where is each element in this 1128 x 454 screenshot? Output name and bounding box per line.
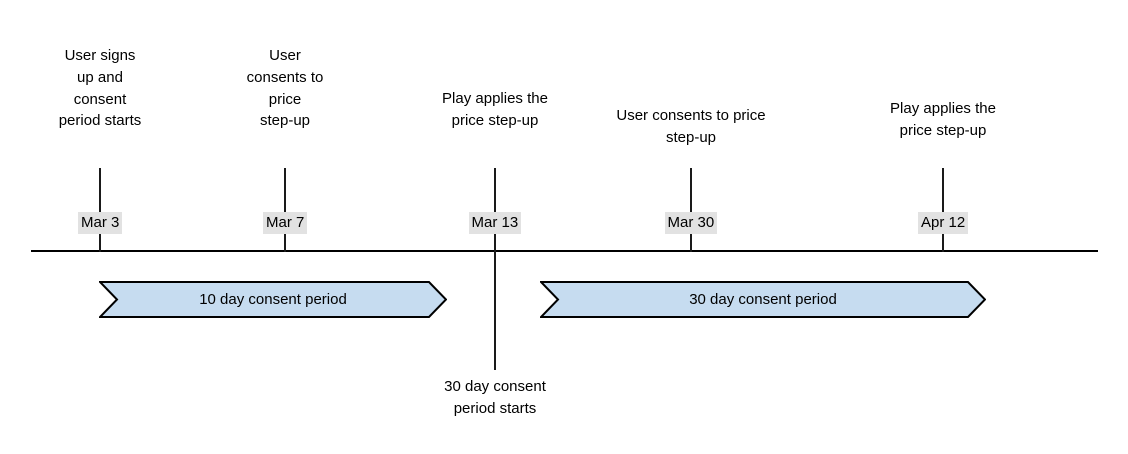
banner-label-consent-period-30-day: 30 day consent period (689, 291, 837, 308)
timeline-tick-mar-30 (690, 168, 692, 252)
event-label-mar-7: User consents to price step-up (246, 47, 324, 130)
event-label-mar-30: User consents to price step-up (616, 107, 766, 146)
banner-chevron-shape (540, 281, 986, 318)
event-label-apr-12: Play applies the price step-up (890, 100, 996, 139)
timeline-tick-apr-12 (942, 168, 944, 252)
banner-chevron-shape (99, 281, 447, 318)
timeline-tick-mar-3 (99, 168, 101, 252)
timeline-axis (31, 250, 1098, 252)
event-label-mar-3: User signs up and consent period starts (58, 47, 142, 130)
note-thirty-day-consent-start-note: 30 day consent period starts (444, 378, 546, 417)
consent-period-banner-consent-period-30-day: 30 day consent period (540, 281, 986, 318)
event-label-mar-13: Play applies the price step-up (442, 90, 548, 129)
timeline-tick-mar-13 (494, 168, 496, 370)
date-chip-mar-13: Mar 13 (468, 212, 522, 234)
timeline-tick-mar-7 (284, 168, 286, 252)
date-chip-mar-3: Mar 3 (78, 212, 123, 234)
banner-label-consent-period-10-day: 10 day consent period (199, 291, 347, 308)
date-chip-apr-12: Apr 12 (918, 212, 969, 234)
consent-period-banner-consent-period-10-day: 10 day consent period (99, 281, 447, 318)
date-chip-mar-7: Mar 7 (263, 212, 308, 234)
date-chip-mar-30: Mar 30 (664, 212, 718, 234)
